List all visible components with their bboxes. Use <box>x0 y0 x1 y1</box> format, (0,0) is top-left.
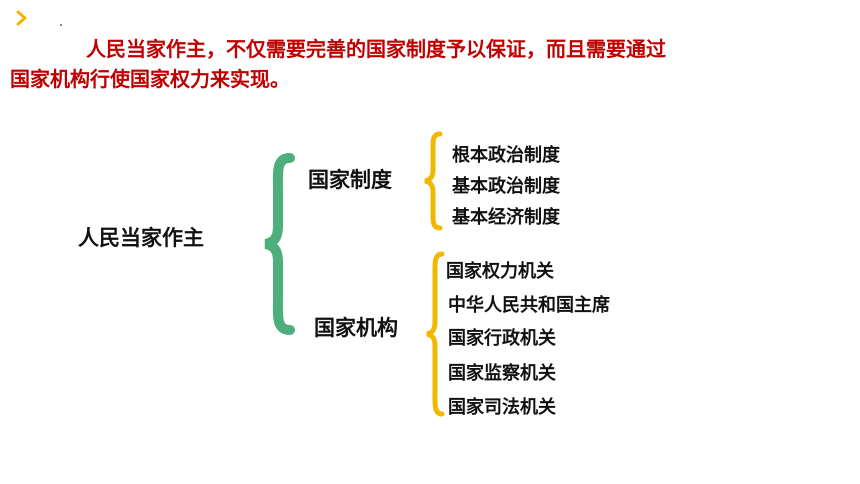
organ-item: 国家监察机关 <box>448 363 556 384</box>
root-brace <box>264 153 295 335</box>
chevron-right-icon <box>16 10 27 26</box>
organ-item: 国家权力机关 <box>446 261 554 282</box>
system-item: 根本政治制度 <box>452 145 560 166</box>
branch-label-organs: 国家机构 <box>314 316 398 340</box>
organ-item: 国家司法机关 <box>448 397 556 418</box>
system-item: 基本政治制度 <box>452 176 560 197</box>
organ-item: 中华人民共和国主席 <box>448 295 610 316</box>
system-item: 基本经济制度 <box>452 207 560 228</box>
organs-brace <box>426 251 445 417</box>
intro-line-1: 人民当家作主，不仅需要完善的国家制度予以保证，而且需要通过 <box>86 37 666 61</box>
intro-text: 人民当家作主，不仅需要完善的国家制度予以保证，而且需要通过 国家机构行使国家权力… <box>10 34 850 94</box>
decorative-dot <box>60 24 62 26</box>
organ-item: 国家行政机关 <box>448 328 556 349</box>
system-brace <box>424 131 443 231</box>
branch-label-system: 国家制度 <box>308 168 392 192</box>
intro-line-2: 国家机构行使国家权力来实现。 <box>10 67 290 91</box>
root-label: 人民当家作主 <box>78 226 204 250</box>
